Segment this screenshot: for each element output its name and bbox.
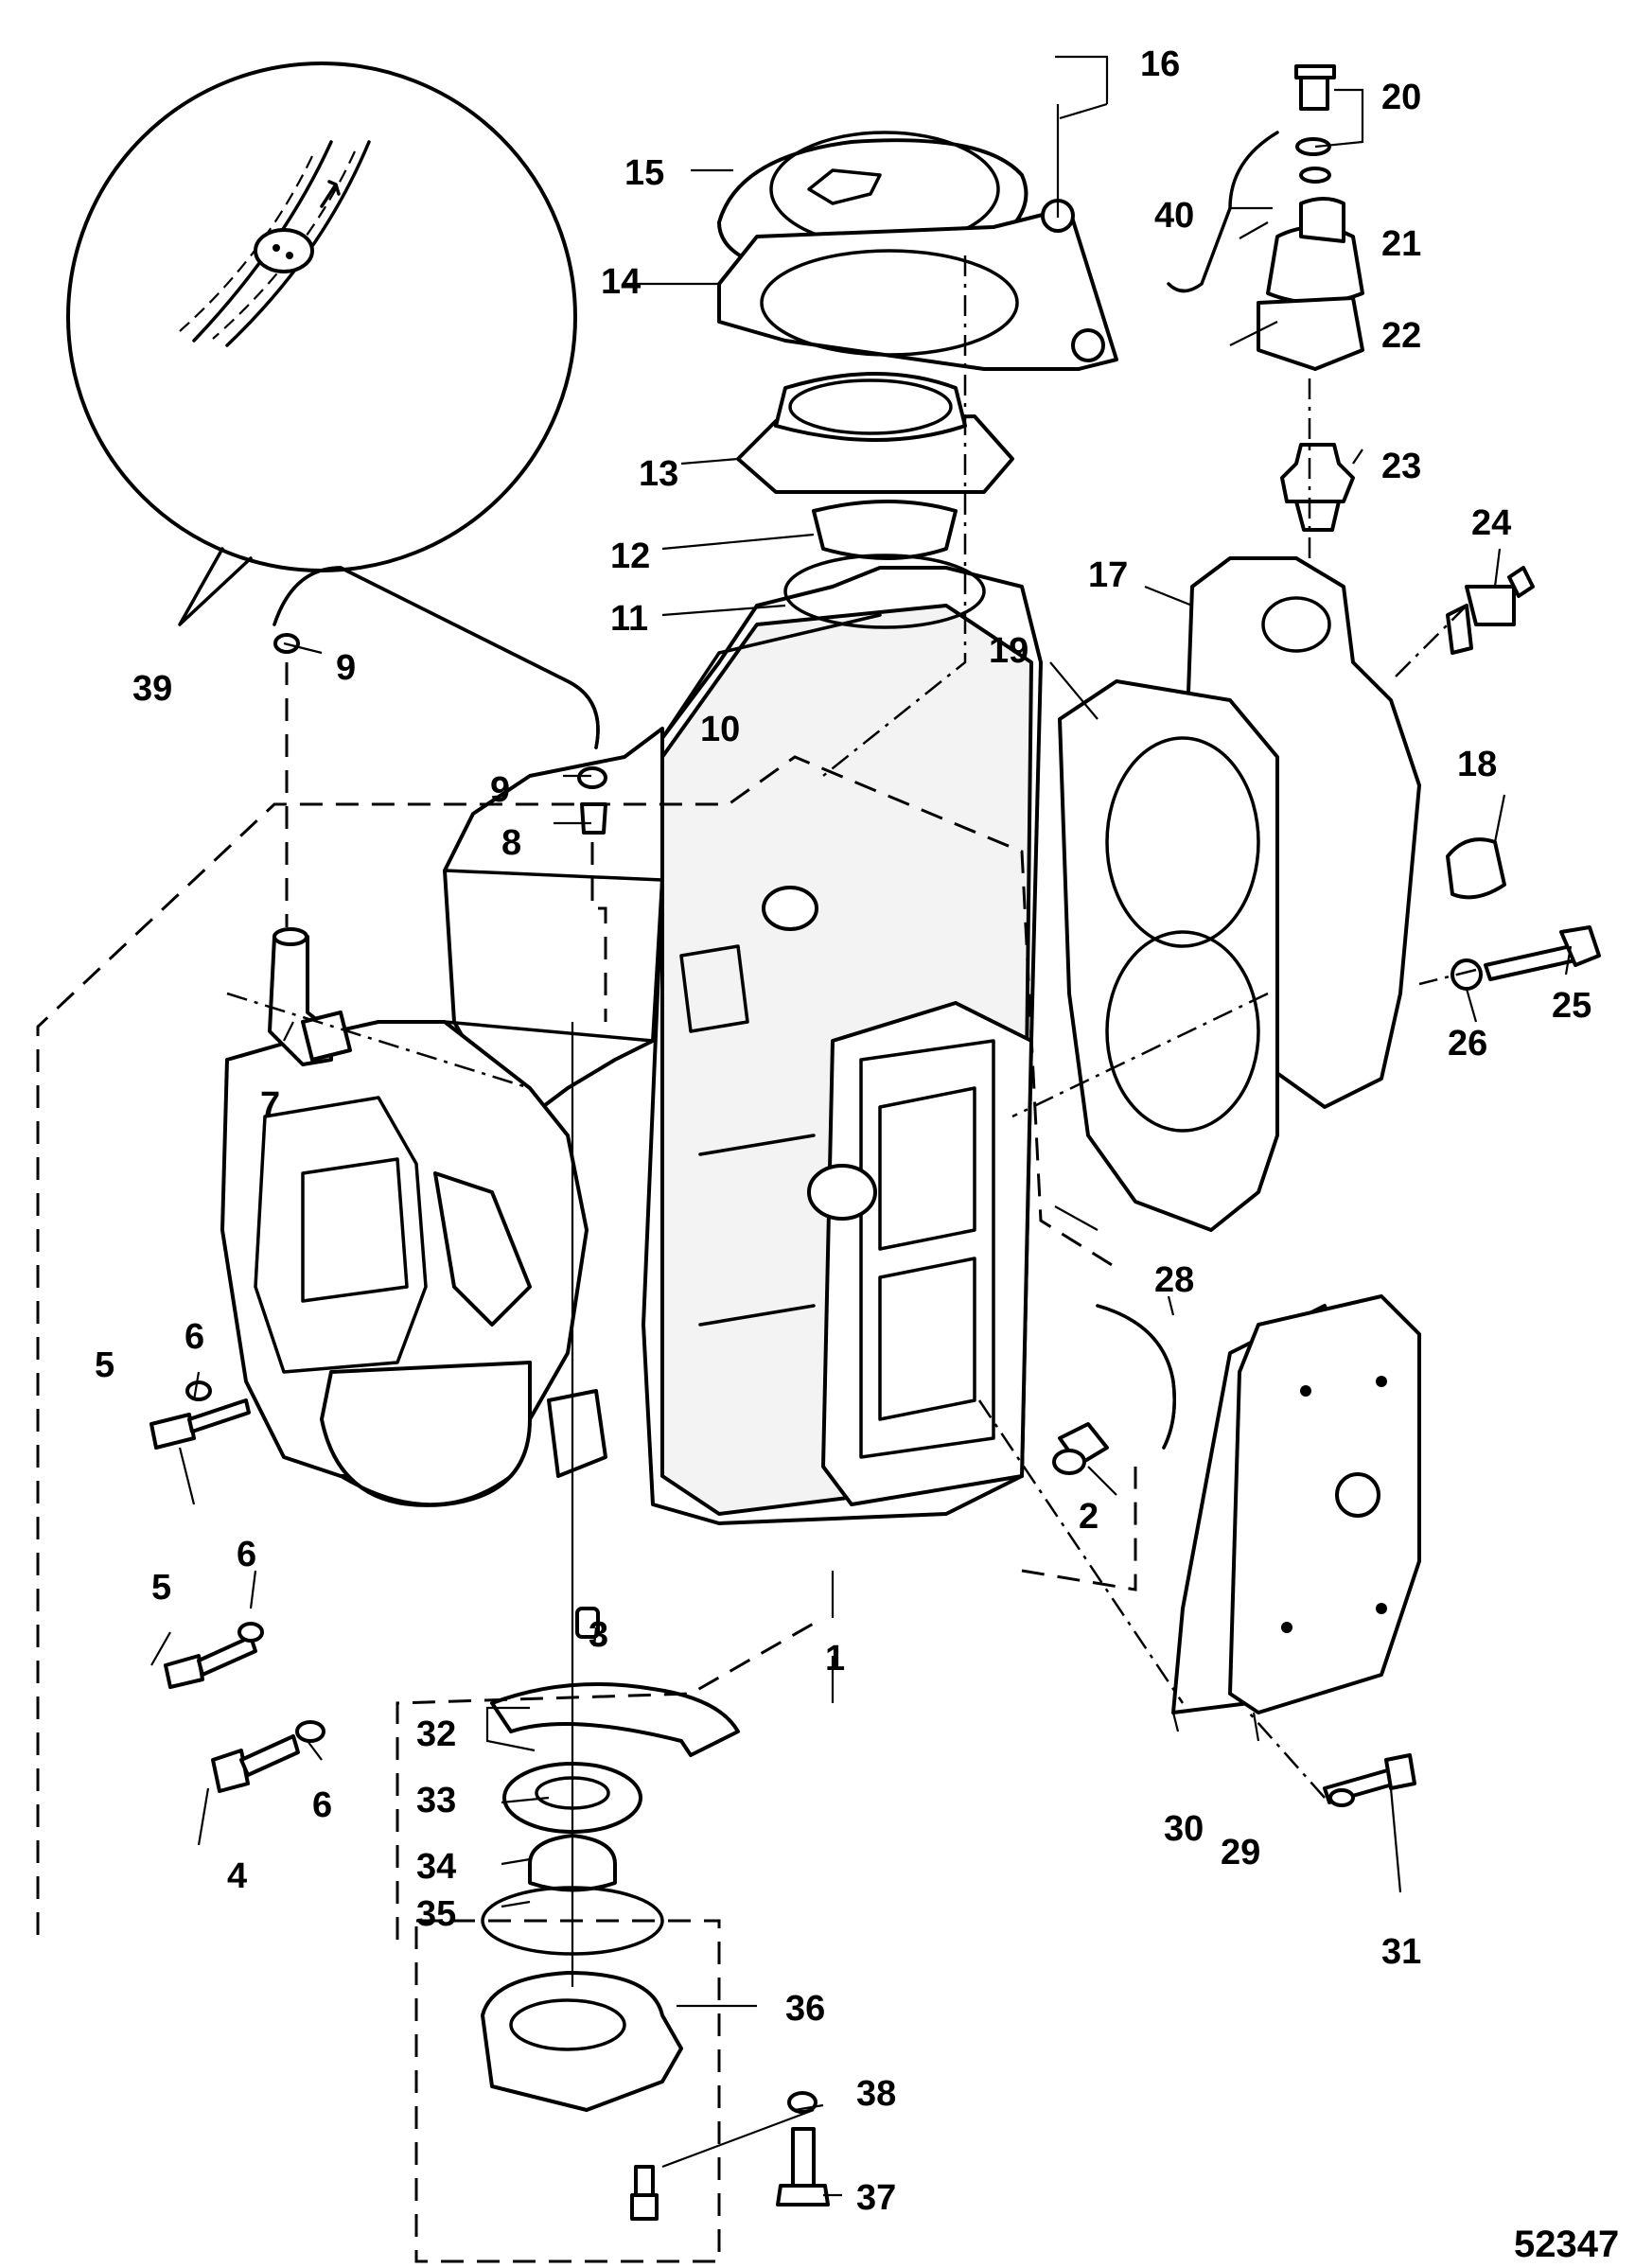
callout-19: 19: [989, 631, 1028, 671]
callout-15: 15: [624, 153, 664, 193]
thermostat-assembly: [1167, 64, 1364, 532]
callout-11: 11: [610, 599, 648, 639]
detail-magnifier: [66, 62, 577, 626]
callout-32: 32: [416, 1714, 456, 1754]
callout-10: 10: [700, 710, 740, 749]
callout-16: 16: [1140, 44, 1180, 84]
figure-number: 52347: [1514, 2224, 1619, 2265]
callout-39: 39: [132, 669, 172, 709]
callout-6a: 6: [185, 1317, 204, 1357]
callout-9b: 9: [490, 770, 510, 810]
callout-34: 34: [416, 1847, 456, 1887]
callout-22: 22: [1381, 316, 1421, 356]
callout-26: 26: [1448, 1024, 1487, 1064]
callout-14: 14: [601, 262, 641, 302]
lower-bearing-assembly: [481, 1682, 830, 2221]
callout-33: 33: [416, 1781, 456, 1820]
callout-17: 17: [1088, 555, 1128, 595]
callout-labels: 1 2 3 4 5 5 6 6 6 7 8 9 9 10 11 12 13 14…: [95, 44, 1619, 2265]
callout-24: 24: [1471, 503, 1511, 543]
cylinder-head: [1058, 556, 1601, 1232]
leader-lines: [150, 55, 1573, 2197]
callout-12: 12: [610, 536, 650, 576]
callout-29: 29: [1221, 1833, 1260, 1872]
callout-5a: 5: [95, 1345, 114, 1385]
side-cover-assembly: [1052, 1294, 1421, 1807]
callout-31: 31: [1381, 1932, 1421, 1972]
callout-35: 35: [416, 1894, 456, 1934]
callout-36: 36: [785, 1989, 825, 2029]
callout-1: 1: [825, 1639, 845, 1679]
callout-30: 30: [1164, 1809, 1204, 1849]
upper-bearing-housing: [736, 372, 1014, 629]
callout-20: 20: [1381, 78, 1421, 117]
cylinder-block: [220, 566, 1043, 1525]
callout-23: 23: [1381, 447, 1421, 486]
callout-5b: 5: [151, 1568, 171, 1608]
explode-lines: [36, 104, 1477, 2263]
callout-37: 37: [856, 2178, 896, 2218]
callout-3: 3: [589, 1615, 608, 1655]
top-cover: [717, 131, 1118, 371]
callout-28: 28: [1154, 1260, 1194, 1300]
callout-7: 7: [260, 1085, 280, 1125]
callout-9a: 9: [336, 648, 356, 688]
callout-2: 2: [1079, 1497, 1099, 1537]
callout-6b: 6: [237, 1535, 256, 1574]
callout-4: 4: [227, 1856, 247, 1896]
callout-6c: 6: [312, 1785, 332, 1825]
callout-21: 21: [1381, 224, 1421, 264]
left-fasteners: [149, 1380, 600, 1793]
callout-38: 38: [856, 2074, 896, 2114]
callout-25: 25: [1552, 986, 1591, 1026]
callout-40: 40: [1154, 196, 1194, 236]
callout-8: 8: [501, 823, 521, 863]
callout-13: 13: [639, 454, 678, 494]
callout-18: 18: [1457, 745, 1497, 784]
hose-assembly: [268, 566, 607, 1066]
